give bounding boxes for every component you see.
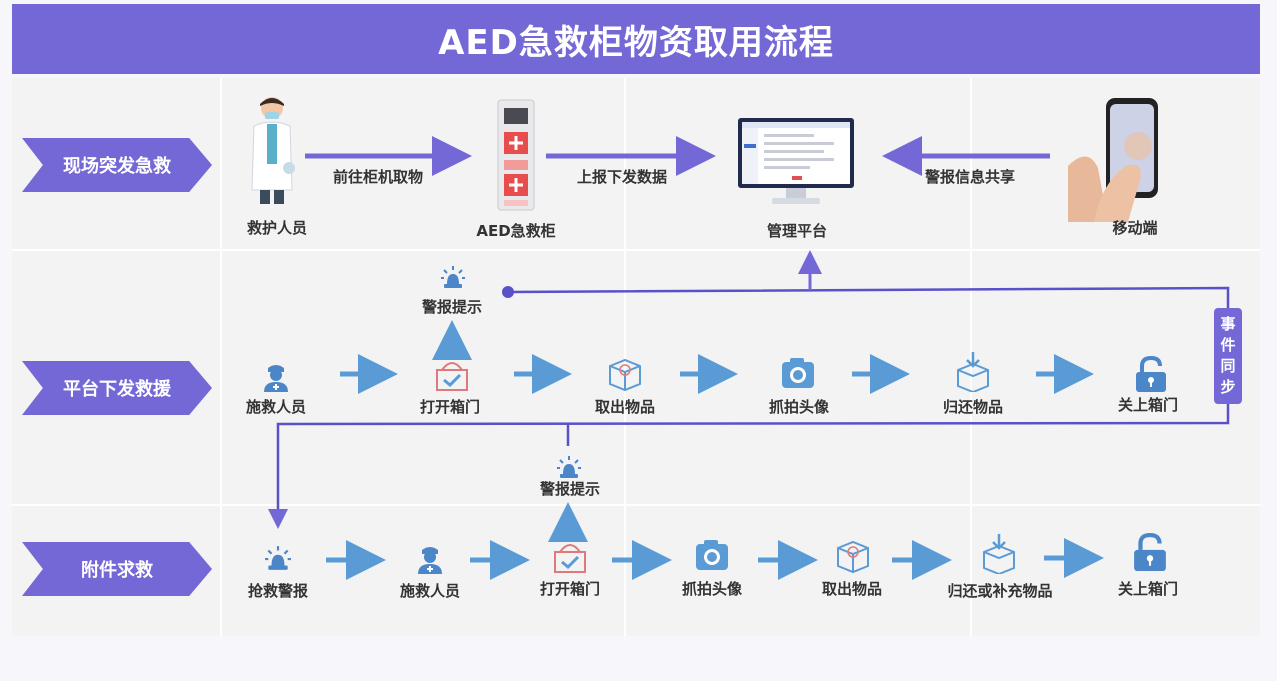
aed-cabinet-icon [497,99,535,211]
open-box-door-icon [436,362,468,391]
edge-label-report-data: 上报下发数据 [576,168,668,186]
column-divider [624,78,626,636]
alarm-light-icon [441,266,465,288]
node-label-rescuer: 救护人员 [246,219,308,237]
nurse-icon [264,365,288,392]
node-label-open-door: 打开箱门 [419,398,481,416]
node-label-capture-photo-3: 抓拍头像 [681,580,743,598]
node-label-return-items: 归还物品 [942,398,1004,416]
row-label-onsite: 现场突发急救 [22,138,212,192]
page-title: AED急救柜物资取用流程 [12,4,1260,74]
row-label-platform: 平台下发救援 [22,361,212,415]
box-take-out-icon [837,540,869,574]
management-platform-monitor-icon [738,118,854,204]
open-box-door-icon [554,544,586,573]
node-label-take-items: 取出物品 [594,398,656,416]
sync-start-dot [502,286,514,298]
alarm-light-icon [557,456,581,478]
alarm-light-icon [265,546,291,570]
node-label-take-items-3: 取出物品 [821,580,883,598]
node-label-aed-cabinet: AED急救柜 [476,222,556,240]
alarm-label-row3: 警报提示 [539,480,601,498]
row-label-nearby: 附件求救 [22,542,212,596]
column-divider [970,78,972,636]
row-divider [12,504,1260,506]
padlock-icon [1134,532,1166,572]
sync-char: 件 [1220,336,1236,354]
sync-char: 事 [1220,315,1236,333]
node-label-emergency-alarm: 抢救警报 [247,582,309,600]
event-sync-badge: 事 件 同 步 [1214,308,1242,404]
box-take-out-icon [609,358,641,392]
node-label-mobile: 移动端 [1112,219,1158,237]
nurse-icon [418,547,442,574]
edge-label-go-to-cabinet: 前往柜机取物 [332,168,424,186]
sync-char: 同 [1220,357,1236,375]
camera-icon [696,540,728,570]
box-return-icon [983,534,1015,574]
node-label-capture-photo: 抓拍头像 [768,398,830,416]
node-label-rescuer-2: 施救人员 [245,398,307,416]
column-divider [220,78,222,636]
node-label-rescuer-3: 施救人员 [399,582,461,600]
sync-char: 步 [1220,378,1236,396]
row-divider [12,249,1260,251]
camera-icon [782,358,814,388]
node-label-return-replenish: 归还或补充物品 [947,582,1053,600]
node-label-close-door: 关上箱门 [1117,396,1179,414]
alarm-label-row2: 警报提示 [421,298,483,316]
doctor-icon [251,97,295,204]
node-label-close-door-3: 关上箱门 [1117,580,1179,598]
mobile-phone-hand-icon [1068,98,1158,222]
node-label-management-platform: 管理平台 [766,222,828,240]
node-label-open-door-3: 打开箱门 [539,580,601,598]
box-return-icon [957,352,989,392]
padlock-icon [1136,356,1166,392]
edge-label-alert-share: 警报信息共享 [924,168,1016,186]
